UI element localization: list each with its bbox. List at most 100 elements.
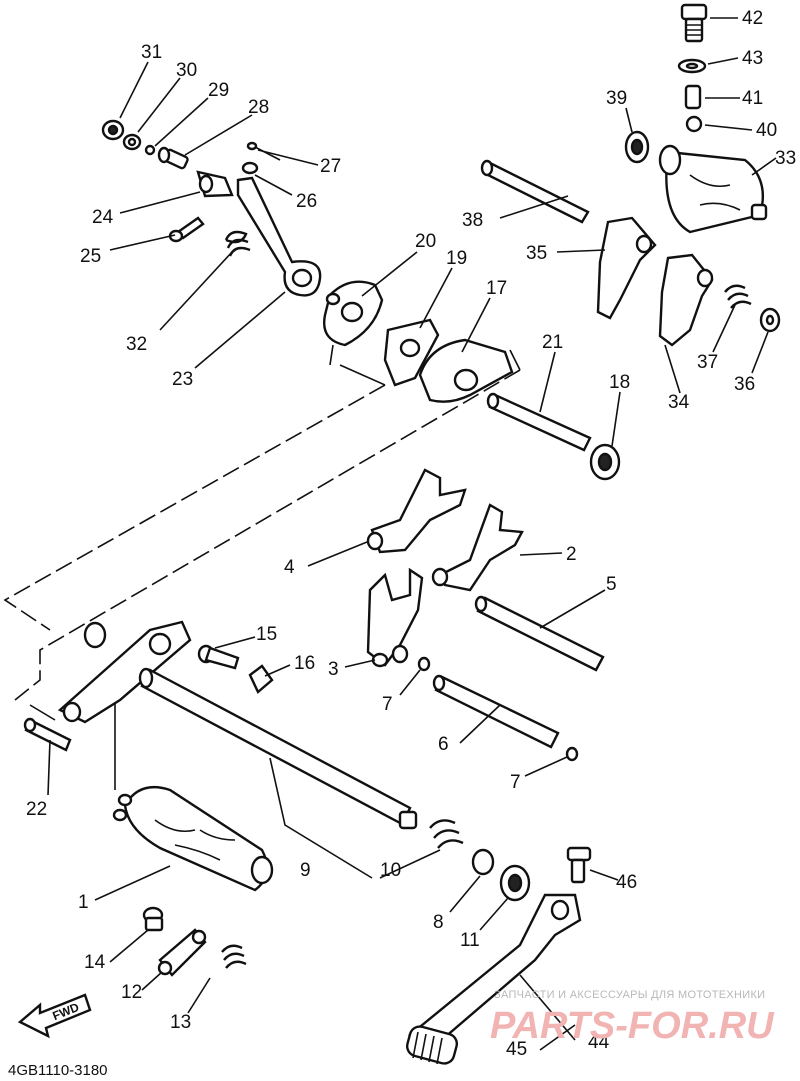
frame-leaders: [3, 349, 521, 790]
callout-25: 25: [80, 246, 101, 267]
part-drum-33: [658, 144, 768, 234]
part-washer-36: [759, 307, 781, 333]
callout-4: 4: [284, 557, 295, 578]
part-washer-43: [677, 58, 707, 74]
callout-38: 38: [462, 210, 483, 231]
part-shift-shaft-9: [138, 667, 418, 830]
callout-3: 3: [328, 659, 339, 680]
callout-2: 2: [566, 544, 577, 565]
callout-44: 44: [588, 1032, 610, 1053]
part-washer-30: [122, 133, 142, 151]
callout-14: 14: [84, 952, 106, 973]
part-fork-2: [431, 503, 524, 592]
part-pin-25: [168, 216, 205, 243]
diagram-code: 4GB1110-3180: [8, 1062, 108, 1079]
part-clip-7a: [417, 656, 431, 672]
callout-22: 22: [26, 799, 47, 820]
callout-46: 46: [616, 872, 637, 893]
part-shaft-6: [432, 674, 560, 749]
part-spring-13: [221, 944, 247, 969]
part-joint-24: [196, 170, 234, 198]
callout-5: 5: [606, 574, 617, 595]
callout-10: 10: [380, 860, 401, 881]
part-shaft-38: [480, 159, 590, 224]
part-clip-26: [241, 161, 259, 175]
callout-17: 17: [486, 278, 507, 299]
part-spring-37: [724, 284, 752, 309]
callout-45: 45: [506, 1039, 527, 1060]
callout-36: 36: [734, 374, 755, 395]
callout-7b: 7: [510, 772, 521, 793]
part-shift-pedal-44: [408, 893, 582, 1052]
callout-34: 34: [668, 392, 690, 413]
callout-41: 41: [742, 88, 763, 109]
callout-30: 30: [176, 60, 197, 81]
part-plate-16: [248, 664, 274, 694]
part-shaft-5: [474, 595, 605, 672]
part-stopper-12: [157, 928, 207, 977]
callout-7a: 7: [382, 694, 393, 715]
callout-20: 20: [415, 231, 436, 252]
part-shift-mechanism: [57, 620, 192, 724]
part-seal-18: [589, 443, 621, 481]
part-bolt-28: [157, 146, 189, 170]
callout-labels: 31 30 29 28 27 26 24 25 32 23 20 19 17 2…: [26, 8, 796, 1060]
part-pin-27: [246, 141, 281, 161]
part-plate-20: [323, 280, 384, 366]
callout-28: 28: [248, 97, 269, 118]
callout-19: 19: [446, 248, 467, 269]
part-spring-10: [429, 819, 464, 849]
callout-6: 6: [438, 734, 449, 755]
part-clip-7b: [565, 746, 579, 762]
part-fork-4: [366, 468, 467, 554]
watermark-brand: PARTS-FOR.RU: [490, 1005, 775, 1047]
callout-42: 42: [742, 8, 763, 29]
callout-43: 43: [742, 48, 763, 69]
callout-15: 15: [256, 624, 277, 645]
callout-23: 23: [172, 369, 193, 390]
callout-12: 12: [121, 982, 142, 1003]
part-ring-29: [144, 144, 156, 156]
part-bolt-22: [23, 717, 72, 752]
part-shaft-21: [486, 392, 592, 452]
callout-8: 8: [433, 912, 444, 933]
callout-24: 24: [92, 207, 114, 228]
callout-18: 18: [609, 372, 630, 393]
callout-26: 26: [296, 191, 317, 212]
part-spring-41: [684, 84, 702, 110]
callout-13: 13: [170, 1012, 191, 1033]
callout-9: 9: [300, 860, 311, 881]
part-ball-40: [685, 115, 703, 133]
part-segment-17: [418, 338, 514, 403]
callout-leaders: [47, 17, 777, 1051]
callout-21: 21: [542, 332, 563, 353]
part-seal-11: [499, 864, 531, 902]
callout-11: 11: [460, 930, 480, 951]
part-shift-drum-1: [112, 785, 274, 892]
part-spring-32: [224, 230, 251, 257]
part-bolt-46: [566, 846, 592, 884]
part-rubber-45: [405, 1025, 459, 1065]
part-bolt-14: [142, 906, 164, 932]
callout-27: 27: [320, 156, 341, 177]
watermark-tagline: ЗАПЧАСТИ И АКСЕССУАРЫ ДЛЯ МОТОТЕХНИКИ: [494, 989, 765, 1001]
callout-33: 33: [775, 148, 796, 169]
callout-37: 37: [697, 352, 718, 373]
part-shift-arm-23: [236, 176, 322, 297]
fwd-arrow-icon: FWD: [17, 993, 92, 1039]
callout-29: 29: [208, 80, 229, 101]
part-nut-31: [101, 119, 125, 141]
callout-40: 40: [756, 120, 777, 141]
callout-35: 35: [526, 243, 547, 264]
part-bolt-15: [197, 644, 240, 670]
callout-31: 31: [141, 42, 162, 63]
part-washer-8: [471, 848, 495, 876]
part-bolt-42: [680, 3, 708, 43]
part-fork-3: [366, 567, 424, 668]
callout-1: 1: [78, 892, 89, 913]
part-plate-19: [383, 318, 440, 387]
callout-32: 32: [126, 334, 147, 355]
callout-39: 39: [606, 88, 627, 109]
